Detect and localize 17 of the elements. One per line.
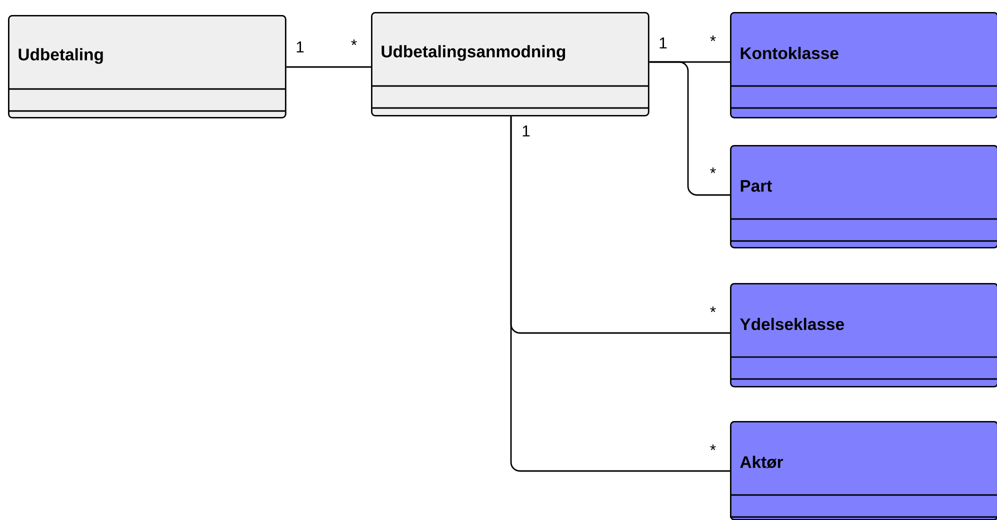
multiplicity-label: * <box>710 444 716 450</box>
multiplicity-label: * <box>710 36 716 42</box>
association-line <box>286 66 371 68</box>
multiplicity-label: 1 <box>522 126 530 136</box>
association-line <box>649 61 730 196</box>
class-box: Udbetalingsanmodning <box>371 12 650 116</box>
class-box: Ydelseklasse <box>730 283 997 388</box>
multiplicity-label: * <box>710 168 716 174</box>
class-box: Part <box>730 145 997 248</box>
multiplicity-label: 1 <box>660 38 667 48</box>
multiplicity-label: * <box>351 40 357 46</box>
class-box: Kontoklasse <box>730 12 997 118</box>
multiplicity-label: * <box>710 306 716 312</box>
multiplicity-label: 1 <box>296 42 304 52</box>
class-box: Aktør <box>730 421 997 520</box>
association-line <box>510 116 730 472</box>
class-box: Udbetaling <box>8 15 286 118</box>
